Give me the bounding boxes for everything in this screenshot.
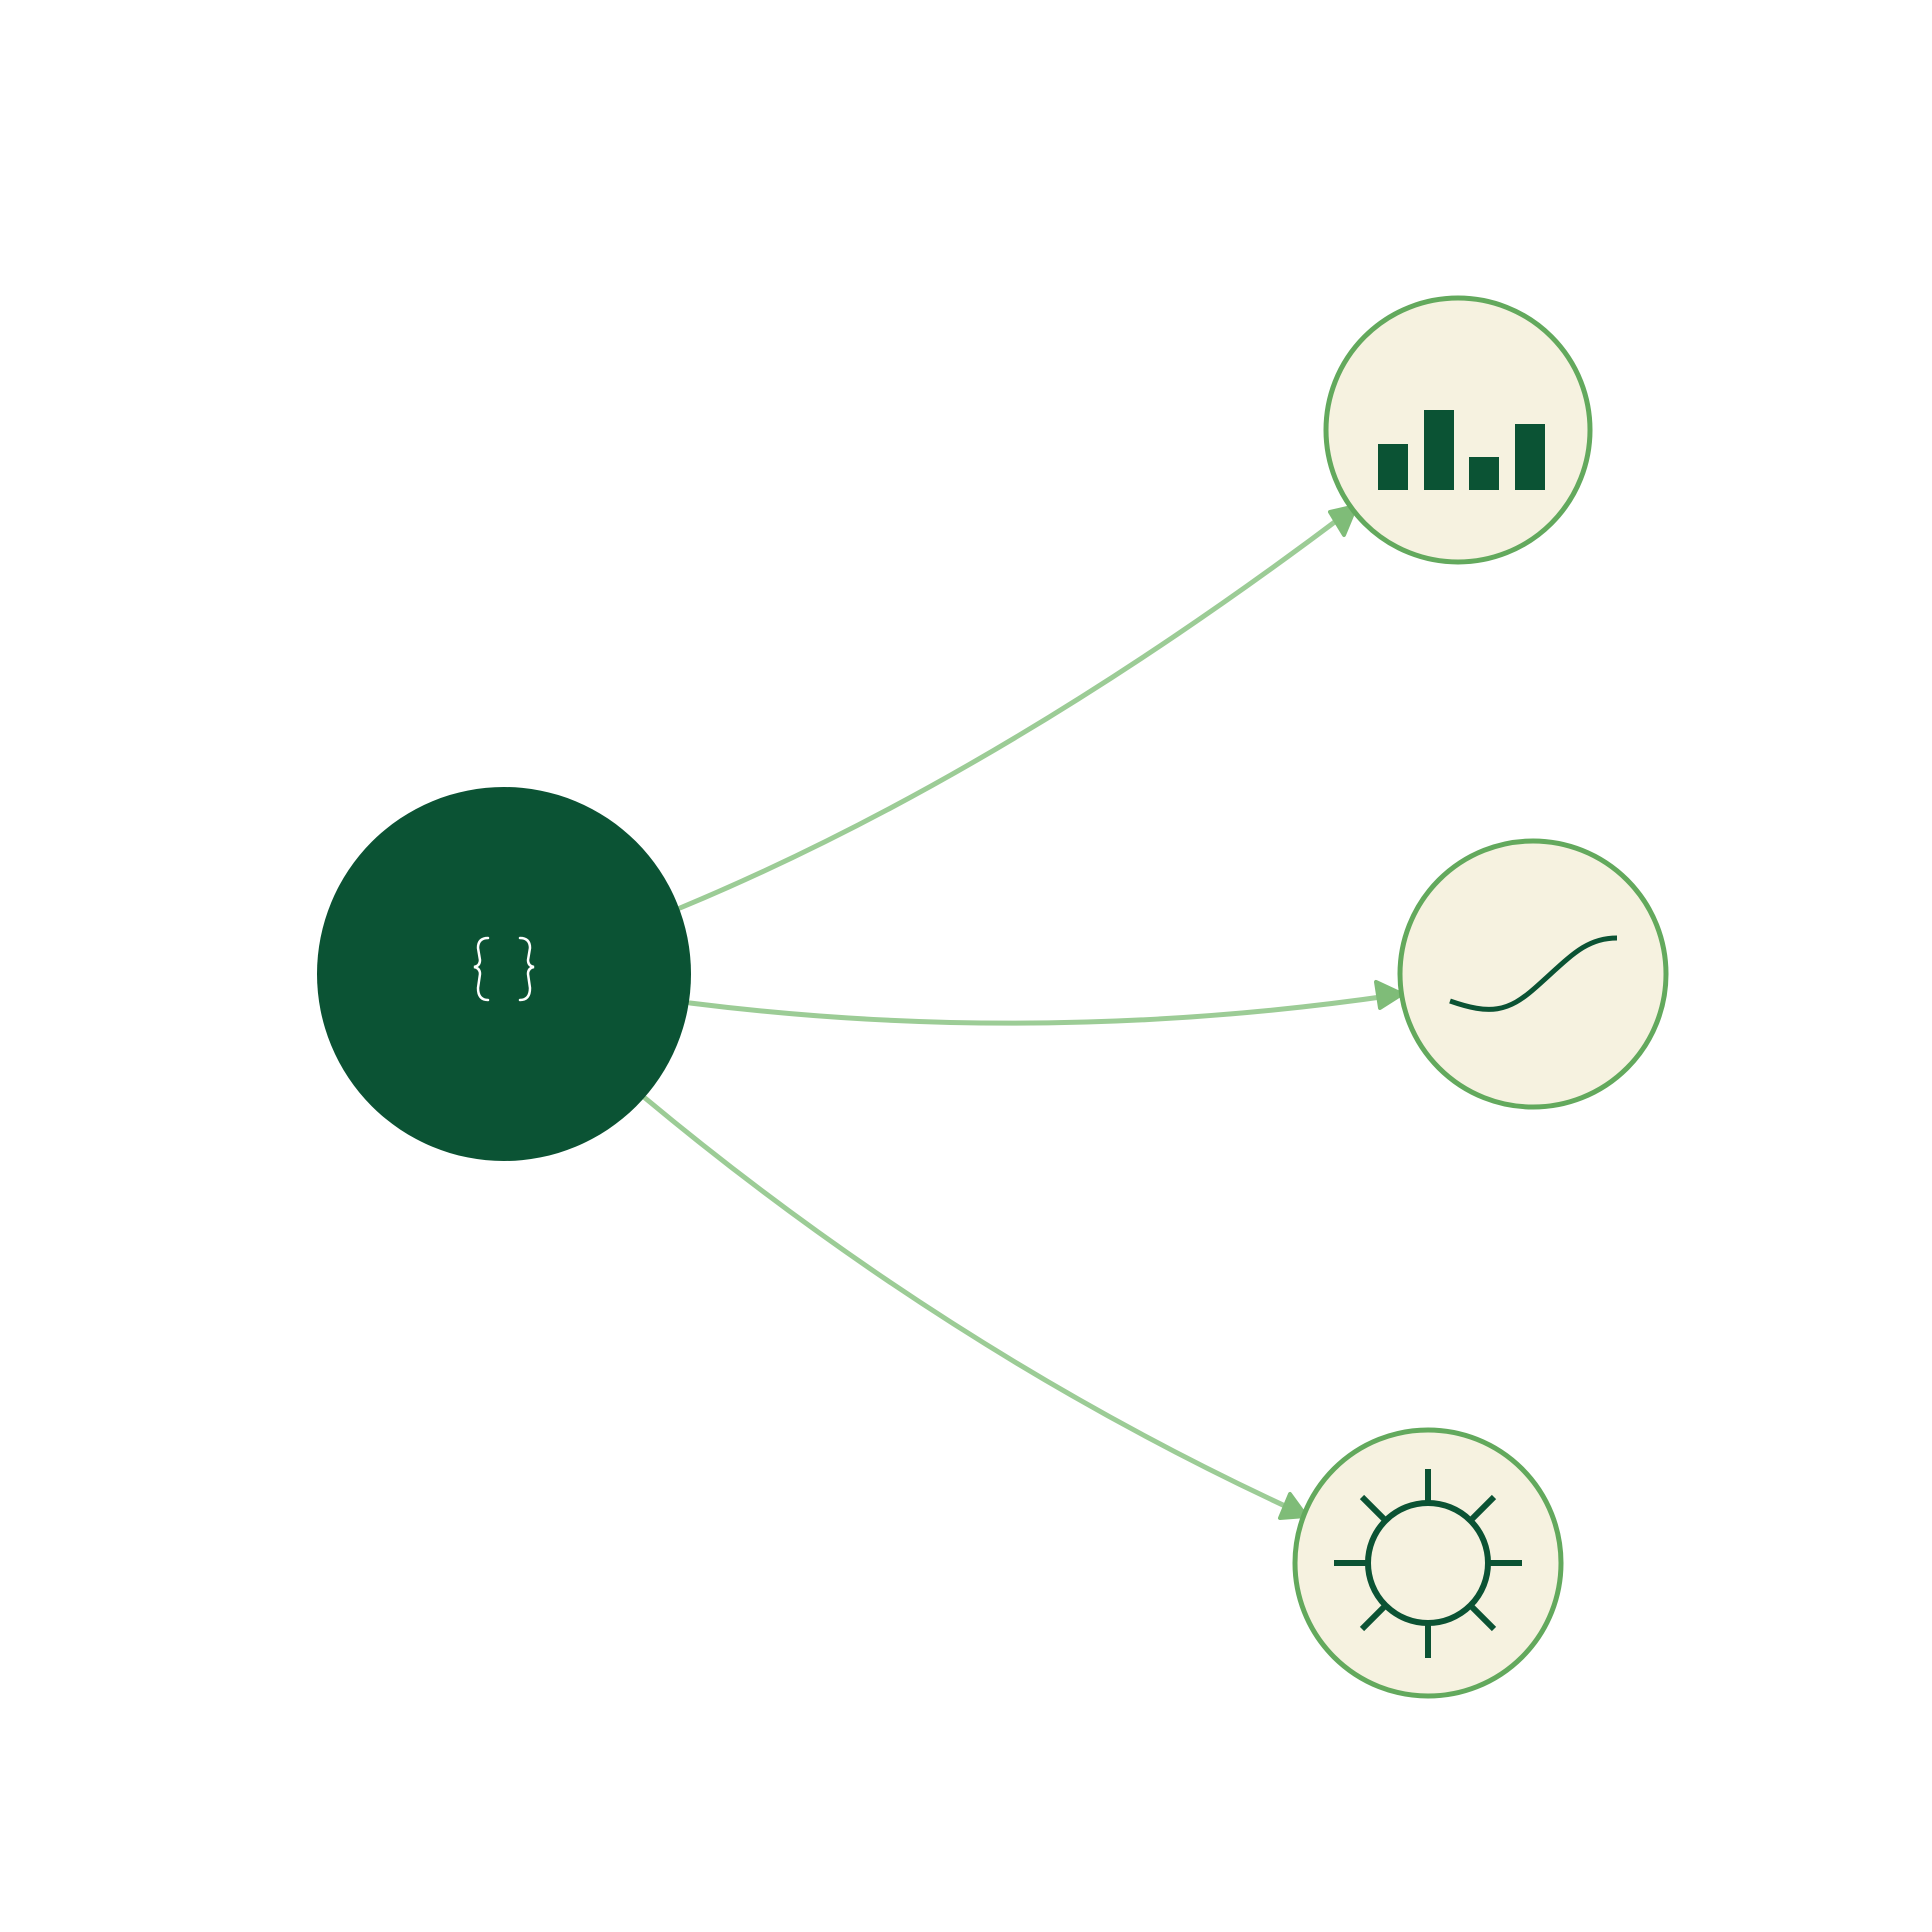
arrowheads [1278, 504, 1404, 1520]
leaf-node-sun[interactable] [1292, 1427, 1564, 1699]
leaf-node-bar-chart[interactable] [1323, 295, 1593, 565]
edge-hub-to-sun [642, 1095, 1301, 1515]
s-curve-icon [1449, 935, 1618, 1012]
arrowhead-bar-chart [1328, 504, 1358, 537]
curly-braces-icon [473, 936, 535, 1002]
bar-chart-icon [1378, 410, 1545, 490]
leaf-circle-bar-chart [1323, 295, 1593, 565]
arrowhead-curve [1374, 980, 1404, 1010]
edge-hub-to-bar-chart [677, 509, 1351, 911]
hub-node[interactable] [317, 787, 691, 1161]
leaf-circle-curve [1397, 838, 1669, 1110]
arrowhead-sun [1278, 1492, 1308, 1520]
leaf-circle-sun [1292, 1427, 1564, 1699]
edge-hub-to-curve [687, 992, 1398, 1026]
sun-icon [1334, 1469, 1522, 1658]
hub-circle [317, 787, 691, 1161]
edges [642, 509, 1398, 1515]
leaf-node-curve[interactable] [1397, 838, 1669, 1110]
